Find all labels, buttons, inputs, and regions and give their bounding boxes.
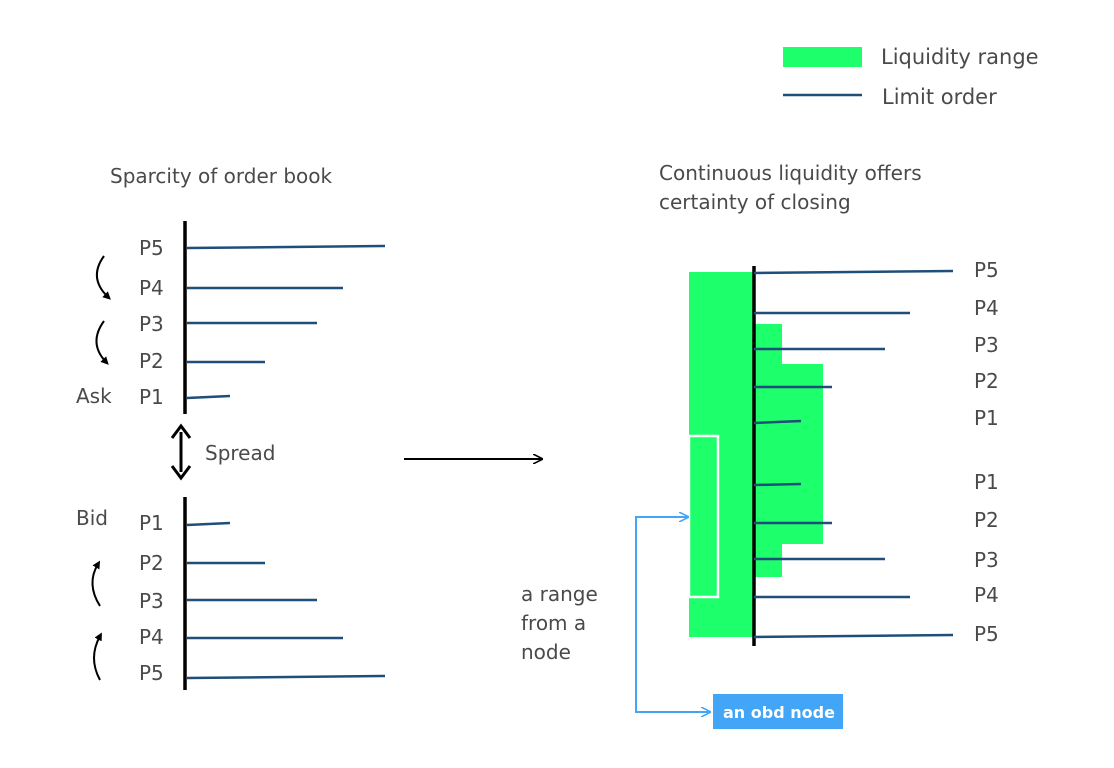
legend-limit-label: Limit order [882, 85, 997, 109]
right-title-line2: certainty of closing [659, 190, 851, 214]
ask-curved-arrow-icon [96, 255, 111, 300]
right-ask-price-label: P3 [974, 333, 999, 357]
right-bid-price-label: P4 [974, 583, 999, 607]
obd-node-badge [713, 694, 843, 729]
ask-price-label: P3 [139, 312, 164, 336]
legend-liquidity-swatch [783, 47, 862, 67]
right-bid-price-label: P3 [974, 548, 999, 572]
ask-price-label: P2 [139, 349, 164, 373]
bid-price-label: P4 [139, 625, 164, 649]
right-bid-order-p1 [753, 482, 802, 487]
range-note-line3: node [521, 640, 571, 664]
bid-label: Bid [76, 506, 108, 530]
range-note-line2: from a [521, 611, 586, 635]
right-ask-order-p5 [753, 269, 954, 275]
spread-arrow-top-icon [170, 423, 192, 439]
right-bid-price-label: P2 [974, 508, 999, 532]
left-panel: Sparcity of order book P5 P4 P3 P2 P1 As… [76, 164, 386, 690]
right-panel: Continuous liquidity offers certainty of… [521, 161, 999, 729]
ask-curved-arrow-icon [95, 320, 109, 365]
liquidity-range-main [689, 272, 754, 637]
spread-arrow-bottom-icon [170, 465, 192, 481]
obd-node-label: an obd node [723, 703, 835, 722]
right-title-line1: Continuous liquidity offers [659, 161, 922, 185]
bid-price-label: P2 [139, 551, 164, 575]
bid-curved-arrow-icon [91, 560, 101, 607]
right-ask-price-label: P5 [974, 258, 999, 282]
right-ask-price-label: P4 [974, 296, 999, 320]
right-bid-price-label: P5 [974, 622, 999, 646]
bid-order-p1 [186, 521, 231, 527]
right-bid-price-label: P1 [974, 470, 999, 494]
range-note-line1: a range [521, 582, 598, 606]
bid-price-label: P3 [139, 589, 164, 613]
spread-label: Spread [205, 441, 275, 465]
legend-liquidity-label: Liquidity range [881, 45, 1039, 69]
ask-price-label: P4 [139, 276, 164, 300]
ask-order-p5 [186, 244, 386, 250]
ask-price-label: P5 [139, 236, 164, 260]
node-connector-arrow-icon [635, 516, 708, 713]
bid-curved-arrow-icon [93, 632, 102, 681]
ask-price-label: P1 [139, 385, 164, 409]
right-bid-order-p5 [753, 633, 954, 639]
ask-label: Ask [76, 384, 112, 408]
liquidity-range-ask-side [754, 324, 823, 577]
bid-order-p5 [186, 674, 386, 680]
left-title: Sparcity of order book [110, 164, 333, 188]
bid-price-label: P1 [139, 511, 164, 535]
legend: Liquidity range Limit order [783, 45, 1039, 109]
right-ask-price-label: P1 [974, 406, 999, 430]
ask-order-p1 [186, 394, 231, 400]
bid-price-label: P5 [139, 661, 164, 685]
right-ask-price-label: P2 [974, 369, 999, 393]
right-ask-order-p1 [753, 419, 802, 425]
